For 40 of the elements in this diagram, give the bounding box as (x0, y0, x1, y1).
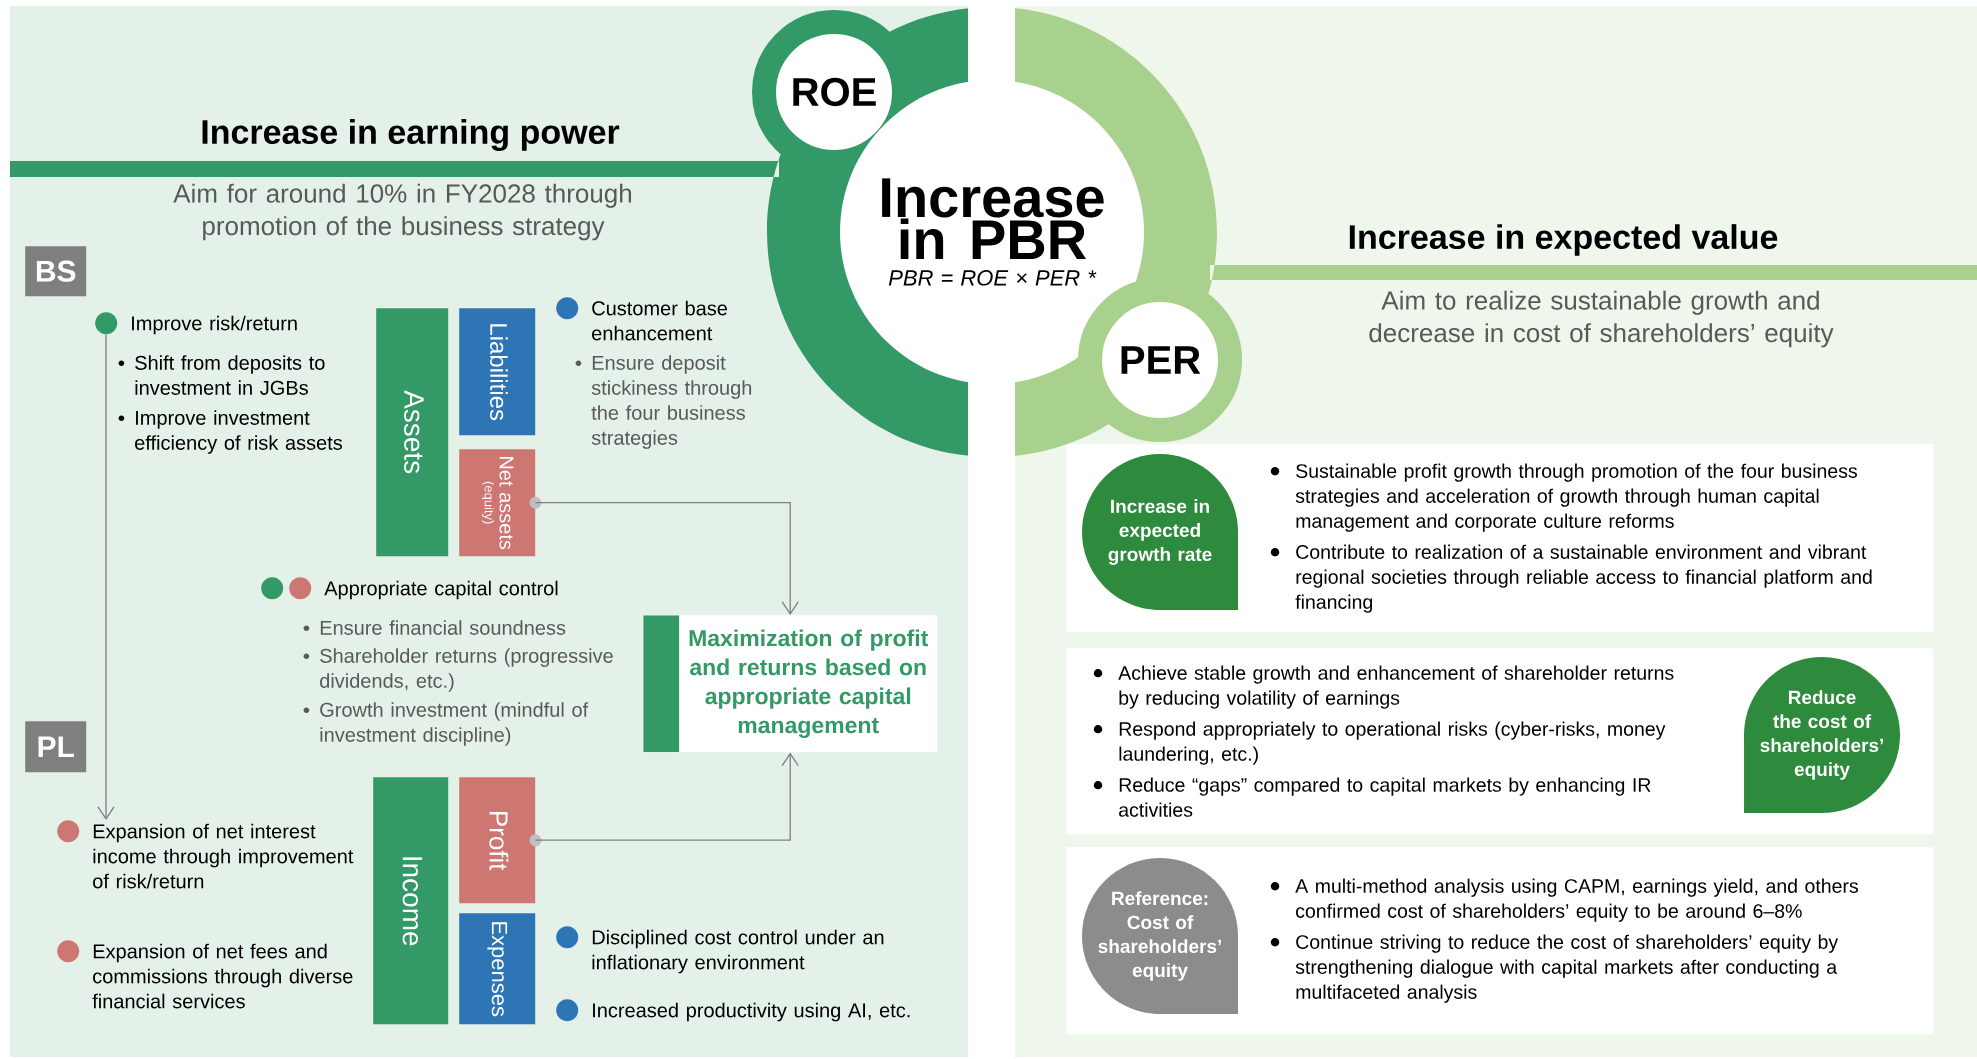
node-label: Expansion of net fees and commissions through diverse financial services (92, 943, 353, 1009)
section-heading: Increase in expected value (1349, 224, 1778, 256)
node-label: Appropriate capital control (324, 580, 558, 600)
bullet-item: Expansion of net interest income through improvement of risk/return (57, 820, 354, 889)
subheading-text: Aim to realize sustainable growth and decrease in cost of shareholders’ equity (1369, 290, 1834, 348)
section-heading: Increase in earning power (202, 119, 620, 151)
bullet-item: Shift from deposits to investment in JGBs (118, 355, 325, 395)
block-bar: Net assets (equity) (459, 449, 542, 557)
leaf-badge: Reference: Cost of shareholders’ equity (1082, 858, 1238, 1014)
bullet-item: Improve investment efficiency of risk assets (118, 410, 343, 454)
node-label: Expansion of net interest income through improvement of risk/return (93, 823, 354, 889)
subheading-text: Aim for around 10% in FY2028 through promotion of the business strategy (173, 183, 631, 241)
bullet-item: Disciplined cost control under an inflationary environment (556, 926, 884, 974)
bullet-item: Improve risk/return (95, 312, 297, 335)
block-bar: Assets (376, 308, 449, 557)
node-label: Customer base enhancement (592, 300, 728, 341)
block-bar: Liabilities (459, 308, 536, 436)
block-bar: Income (373, 777, 449, 1025)
arrow (534, 502, 799, 615)
bullet-item: Growth investment (mindful of investment discipline) (303, 702, 589, 746)
bullet-item: Ensure deposit stickiness through the four business strategies (575, 355, 752, 449)
bullet-item: Appropriate capital control (261, 577, 558, 600)
bullet-item: Increased productivity using AI, etc. (556, 999, 910, 1022)
bullet-item: Customer base enhancement (556, 297, 727, 341)
bullet-item: Expansion of net fees and commissions through diverse financial services (57, 940, 353, 1009)
arrow (534, 752, 799, 841)
block-bar: Expenses (459, 913, 536, 1025)
block-bar: Profit (459, 777, 542, 904)
node-label: Increased productivity using AI, etc. (593, 1002, 910, 1022)
leaf-badge: Increase in expected growth rate (1082, 454, 1238, 610)
node-label: Improve risk/return (132, 315, 297, 335)
arrow (97, 333, 115, 820)
circle-badge: PER (1078, 278, 1242, 442)
node-label: Disciplined cost control under an inflationary environment (592, 929, 884, 974)
bullet-item: Ensure financial soundness (303, 620, 566, 635)
tag-box: BS (25, 246, 87, 297)
bullet-item: Shareholder returns (progressive dividends, etc.) (303, 648, 613, 692)
result-box: Maximization of profit and returns based on appropriate capital management (643, 615, 938, 753)
leaf-badge: Reduce the cost of shareholders’ equity (1744, 657, 1900, 813)
tag-box: PL (25, 721, 87, 773)
